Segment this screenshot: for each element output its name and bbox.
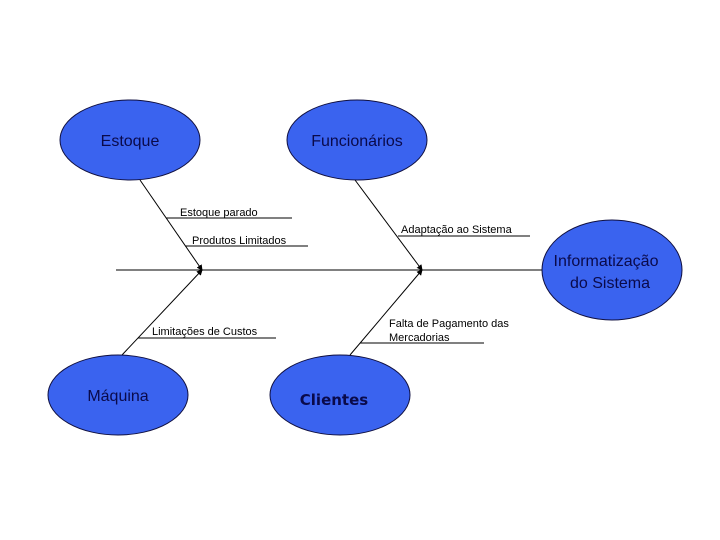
node-effect: Informatização do Sistema [541,219,683,321]
cause-falta-pagamento-2: Mercadorias [389,332,450,344]
bone-funcionarios [354,179,423,271]
node-estoque: Estoque [59,99,201,181]
node-funcionarios: Funcionários [286,99,428,181]
node-label: Funcionários [311,133,403,150]
node-maquina: Máquina [47,354,189,436]
cause-adaptacao: Adaptação ao Sistema [401,224,513,236]
effect-label-1: Informatização [554,253,659,270]
effect-label-2: do Sistema [570,275,650,292]
cause-estoque-parado: Estoque parado [180,207,258,219]
bone-estoque [139,179,203,271]
node-clientes: Clientes [269,354,411,436]
cause-falta-pagamento-1: Falta de Pagamento das [389,318,509,330]
node-label: Máquina [87,388,148,405]
node-label: Estoque [101,133,160,150]
bone-clientes [349,269,423,356]
bone-maquina [121,269,203,356]
cause-produtos-limitados: Produtos Limitados [192,235,287,247]
cause-limitacoes-custos: Limitações de Custos [152,326,258,338]
node-label: Clientes [300,391,368,409]
